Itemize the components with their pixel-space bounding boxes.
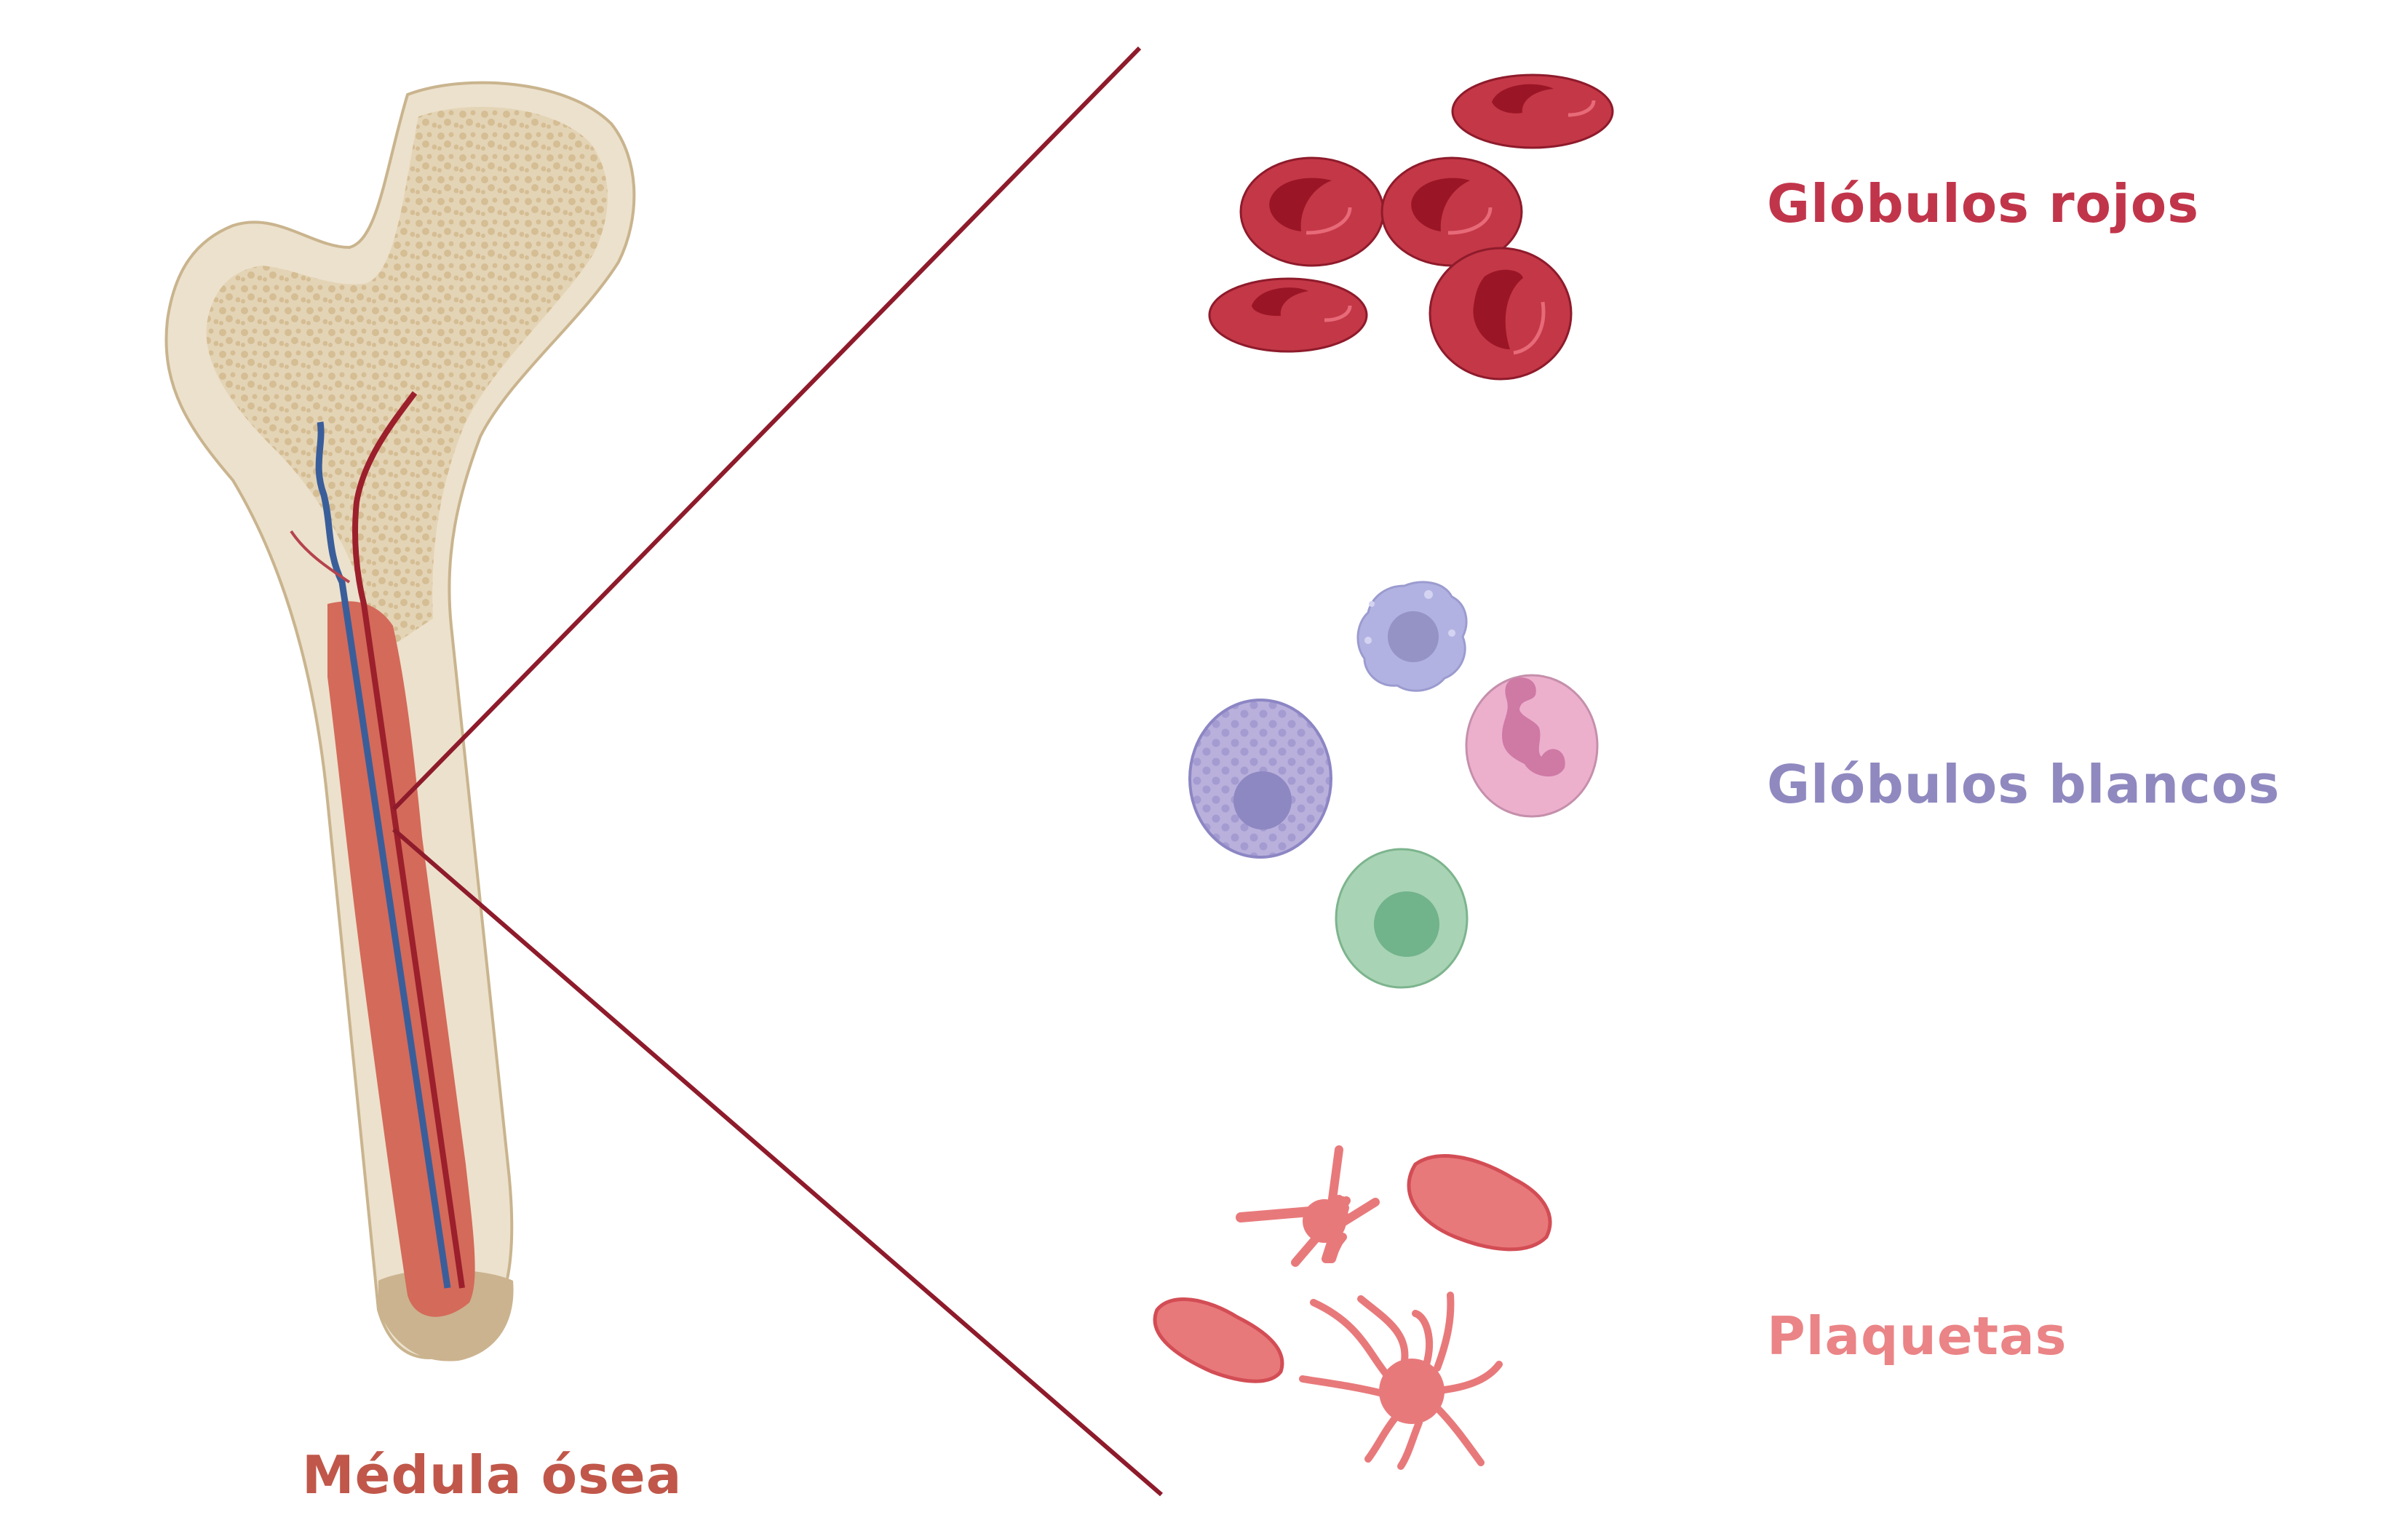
white-blood-cell-granular bbox=[1188, 699, 1332, 859]
artery-branch bbox=[290, 530, 351, 584]
white-blood-cell-pink bbox=[1465, 674, 1599, 818]
red-blood-cell bbox=[1239, 156, 1385, 267]
red-blood-cell bbox=[1428, 247, 1573, 381]
red-blood-cell bbox=[1380, 156, 1523, 267]
white-blood-cells-group bbox=[1188, 581, 1599, 989]
white-blood-cell-lavender bbox=[1356, 581, 1468, 692]
artery bbox=[352, 391, 465, 1289]
platelet-star-large bbox=[1299, 1292, 1503, 1470]
label-white-blood-cells: Glóbulos blancos bbox=[1767, 754, 2281, 815]
spongy-bone bbox=[206, 106, 608, 656]
zoom-line-top bbox=[392, 46, 1142, 811]
platelet-disc bbox=[1153, 1297, 1284, 1383]
platelet-disc bbox=[1407, 1154, 1552, 1252]
label-red-blood-cells: Glóbulos rojos bbox=[1767, 173, 2200, 234]
red-blood-cell bbox=[1451, 73, 1614, 149]
label-bone-marrow: Médula ósea bbox=[302, 1444, 683, 1506]
zoom-line-bottom bbox=[392, 827, 1163, 1497]
femur-bone bbox=[164, 81, 636, 1361]
red-blood-cell bbox=[1208, 277, 1368, 353]
platelet-star-small bbox=[1236, 1145, 1380, 1267]
label-platelets: Plaquetas bbox=[1767, 1305, 2067, 1367]
vein bbox=[315, 421, 451, 1289]
white-blood-cell-green bbox=[1335, 848, 1469, 989]
platelets-group bbox=[1153, 1145, 1552, 1470]
red-blood-cells-group bbox=[1208, 73, 1614, 381]
